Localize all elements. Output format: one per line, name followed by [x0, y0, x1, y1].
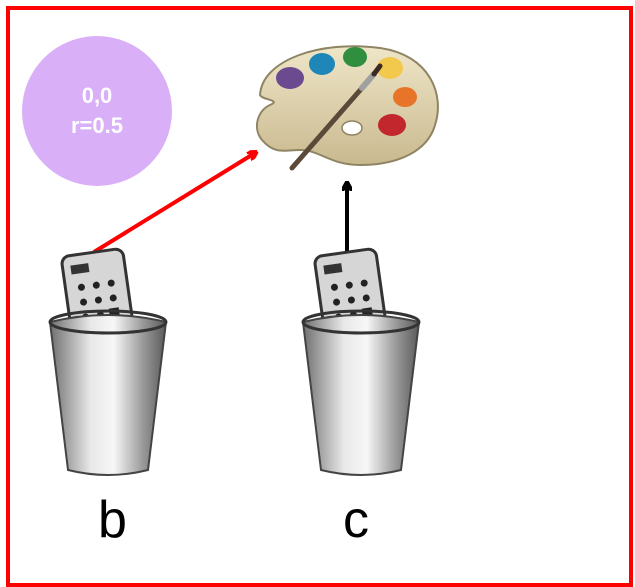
palette-icon [255, 45, 439, 171]
paint-blob-yellow [377, 57, 403, 79]
paint-blob-green [343, 47, 367, 67]
paint-blob-purple [276, 67, 304, 89]
circle-radius-text: r=0.5 [71, 113, 123, 138]
remote-in-cup-icon-b [48, 247, 168, 476]
label-b: b [98, 491, 127, 549]
paint-blob-orange [393, 87, 417, 107]
paint-blob-red [378, 114, 406, 136]
label-c: c [343, 491, 369, 549]
arrow-b-to-palette [92, 153, 255, 254]
circle-coords-text: 0,0 [81, 83, 113, 108]
remote-in-cup-icon-c [301, 247, 421, 476]
position-circle: 0,0 r=0.5 [22, 36, 172, 186]
paint-blob-blue [309, 53, 335, 75]
outer-frame [6, 6, 633, 587]
